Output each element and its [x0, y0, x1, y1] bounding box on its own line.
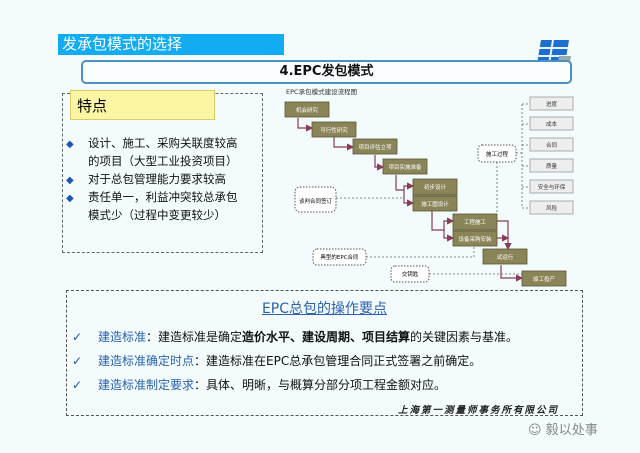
feature-item-cont: 模式少（过程中变更较少） [66, 206, 226, 224]
diamond-bullet-icon: ◆ [66, 175, 74, 186]
operation-text: ：建造标准是确定 [146, 330, 243, 344]
control-item: 合同 [529, 137, 574, 152]
note-typical-epc: 典型的EPC合同 [312, 248, 367, 266]
feature-item: ◆ 对于总包管理能力要求较高 [66, 170, 226, 190]
flow-step: 工程施工 [452, 213, 498, 231]
feature-text: 模式少（过程中变更较少） [88, 208, 226, 222]
note-turnkey: 交钥匙 [390, 265, 430, 283]
flow-step: 机会研究 [284, 101, 330, 118]
control-item: 质量 [529, 158, 574, 173]
check-icon: ✓ [72, 354, 83, 368]
operation-item: ✓ 建造标准确定时点：建造标准在EPC总承包管理合同正式签署之前确定。 [72, 352, 481, 369]
watermark: ☺ 毅以处事 [528, 419, 598, 438]
flow-step: 施工图设计 [412, 195, 458, 212]
control-label: 合同 [546, 141, 558, 149]
watermark-text: 毅以处事 [545, 423, 598, 438]
operation-bold: 造价水平、建设周期、项目结算 [242, 330, 411, 344]
check-icon: ✓ [72, 330, 83, 344]
control-item: 安全与环保 [529, 179, 574, 194]
control-item: 成本 [529, 116, 574, 131]
company-logo-icon [537, 39, 571, 68]
operation-key: 建造标准确定时点 [98, 354, 195, 368]
note-text: 典型的EPC合同 [320, 253, 359, 261]
flow-step-label: 可行性研究 [320, 126, 348, 134]
note-text: 谈判合同签订 [299, 197, 333, 205]
feature-text: 设计、施工、采购关联度较高 [88, 136, 238, 150]
control-label: 安全与环保 [538, 183, 566, 191]
control-label: 风险 [546, 204, 558, 212]
note-text: 交钥匙 [402, 270, 419, 278]
operations-title: EPC总包的操作要点 [261, 301, 388, 317]
operation-text: ：具体、明晰，与概算分部分项工程金额对应。 [194, 378, 447, 392]
operation-key: 建造标准制定要求 [98, 378, 195, 392]
slide-header: 4.EPC发包模式 [81, 60, 572, 84]
control-label: 成本 [546, 120, 558, 128]
note-process: 施工过程 [477, 144, 517, 163]
section-title: 发承包模式的选择 [58, 34, 284, 55]
control-label: 质量 [546, 162, 558, 170]
flow-step-label: 设备采购安装 [458, 235, 492, 243]
flow-step-label: 项目实施准备 [388, 163, 422, 171]
operation-text: ：建造标准在EPC总承包管理合同正式签署之前确定。 [194, 354, 482, 368]
diamond-bullet-icon: ◆ [66, 193, 74, 204]
flow-step: 设备采购安装 [452, 230, 498, 247]
wechat-icon: ☺ [528, 423, 546, 438]
operation-item: ✓ 建造标准：建造标准是确定造价水平、建设周期、项目结算的关键因素与基准。 [72, 328, 518, 345]
diamond-bullet-icon: ◆ [66, 139, 74, 150]
operation-text: 的关键因素与基准。 [410, 330, 519, 344]
flow-step: 竣工投产 [521, 270, 567, 287]
flow-step-label: 施工图设计 [421, 200, 449, 208]
flow-step: 初步设计 [412, 178, 458, 196]
operation-key: 建造标准 [98, 330, 147, 344]
flow-step-label: 工程施工 [464, 218, 487, 226]
flow-step: 项目评估立项 [352, 138, 398, 155]
flow-step-label: 试运行 [497, 253, 514, 261]
control-item: 风险 [529, 200, 574, 215]
feature-item-cont: 的项目（大型工业投资项目） [66, 152, 238, 170]
flow-arrows [297, 118, 524, 282]
flow-step-label: 竣工投产 [533, 275, 556, 283]
flow-step: 试运行 [482, 248, 528, 265]
feature-item: ◆ 责任单一，利益冲突较总承包 [66, 188, 238, 208]
control-item: 进度 [529, 96, 574, 111]
flow-step: 项目实施准备 [382, 158, 428, 175]
operation-item: ✓ 建造标准制定要求：具体、明晰，与概算分部分项工程金额对应。 [72, 376, 446, 393]
check-icon: ✓ [72, 378, 83, 392]
flow-step-label: 初步设计 [424, 183, 447, 191]
features-label: 特点 [70, 90, 215, 120]
flow-step-label: 机会研究 [296, 106, 319, 114]
feature-text: 的项目（大型工业投资项目） [88, 154, 238, 168]
note-negotiation: 谈判合同签订 [294, 186, 337, 213]
note-text: 施工过程 [486, 150, 509, 158]
company-name: 上海第一测量师事务所有限公司 [398, 405, 560, 416]
diagram-title: EPC承包模式建设流程图 [286, 87, 357, 96]
feature-text: 对于总包管理能力要求较高 [88, 172, 226, 186]
control-label: 进度 [546, 100, 558, 108]
flow-step: 可行性研究 [311, 121, 357, 138]
operations-box [66, 290, 583, 416]
flow-step-label: 项目评估立项 [358, 143, 392, 151]
feature-item: ◆ 设计、施工、采购关联度较高 [66, 134, 238, 154]
feature-text: 责任单一，利益冲突较总承包 [88, 190, 238, 204]
dashed-connectors [336, 103, 530, 275]
